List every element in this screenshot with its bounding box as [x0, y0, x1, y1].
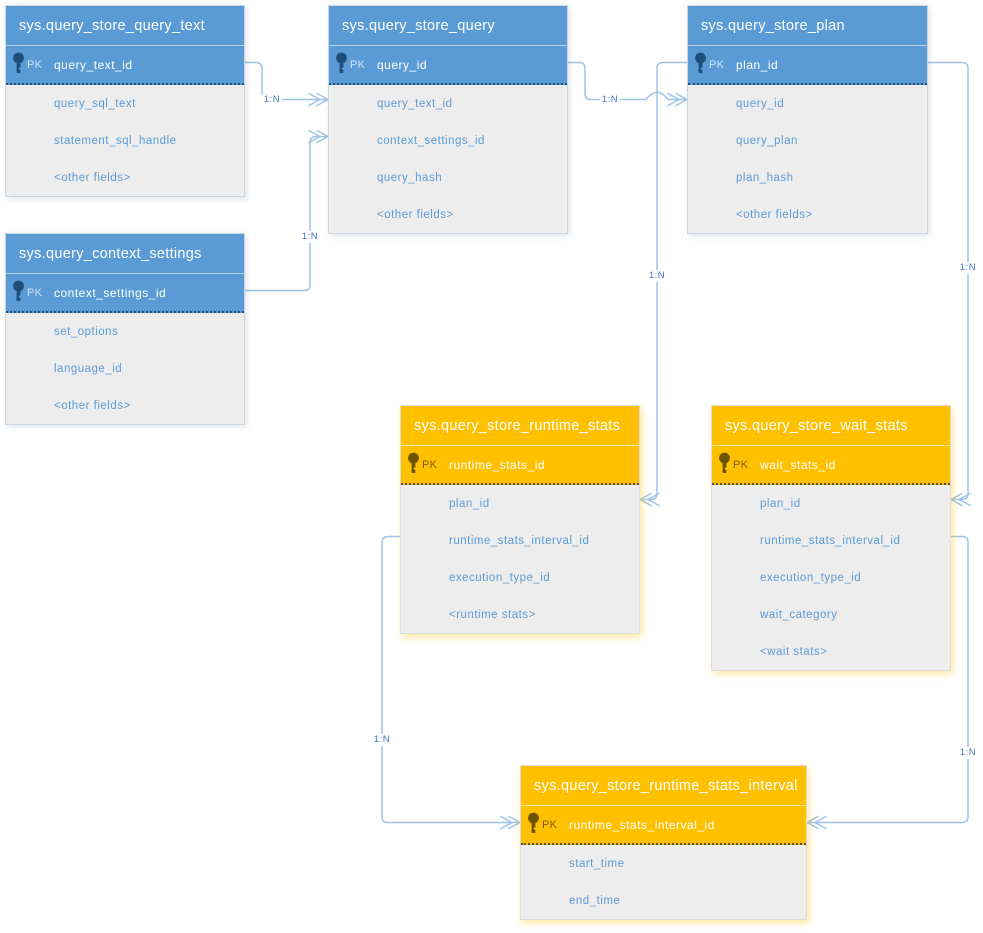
primary-key-icon	[12, 280, 26, 305]
table-title[interactable]: sys.query_store_query	[329, 6, 567, 46]
field-row[interactable]: <wait stats>	[760, 645, 828, 658]
many-arrowhead-icon	[950, 492, 971, 507]
pk-field-name: context_settings_id	[54, 285, 167, 300]
connector-query_text-query[interactable]	[244, 61, 328, 101]
field-row[interactable]: query_id	[736, 97, 785, 110]
table-title[interactable]: sys.query_context_settings	[6, 234, 244, 274]
cardinality-label: 1:N	[599, 93, 621, 106]
primary-key-row[interactable]: PK runtime_stats_id	[401, 446, 639, 485]
field-row[interactable]: start_time	[569, 857, 625, 870]
pk-label: PK	[709, 58, 725, 71]
field-row[interactable]: statement_sql_handle	[54, 134, 177, 147]
table-body: plan_id runtime_stats_interval_id executio…	[401, 485, 639, 633]
field-row[interactable]: query_plan	[736, 134, 798, 147]
primary-key-row[interactable]: PK query_text_id	[6, 46, 244, 85]
pk-label: PK	[27, 286, 43, 299]
pk-field-name: runtime_stats_interval_id	[569, 817, 715, 832]
pk-label: PK	[422, 458, 438, 471]
field-row[interactable]: set_options	[54, 325, 119, 338]
cardinality-label: 1:N	[261, 93, 283, 106]
pk-field-name: runtime_stats_id	[449, 457, 546, 472]
field-row[interactable]: context_settings_id	[377, 134, 485, 147]
table-title[interactable]: sys.query_store_runtime_stats	[401, 406, 639, 446]
pk-label: PK	[542, 818, 558, 831]
pk-label: PK	[27, 58, 43, 71]
field-row[interactable]: language_id	[54, 362, 123, 375]
connector-wait_stats-interval[interactable]	[807, 535, 969, 824]
table-title[interactable]: sys.query_store_wait_stats	[712, 406, 950, 446]
field-row[interactable]: <other fields>	[54, 399, 131, 412]
many-arrowhead-icon	[806, 815, 827, 830]
table-body: start_time end_time	[521, 845, 806, 919]
cardinality-label: 1:N	[299, 231, 321, 243]
many-arrowhead-icon	[639, 492, 660, 507]
field-row[interactable]: <other fields>	[736, 208, 813, 221]
field-row[interactable]: plan_id	[760, 497, 801, 510]
field-row[interactable]: <other fields>	[54, 171, 131, 184]
field-row[interactable]: query_sql_text	[54, 97, 136, 110]
table-body: set_options language_id <other fields>	[6, 313, 244, 424]
field-row[interactable]: query_hash	[377, 171, 443, 184]
table-body: plan_id runtime_stats_interval_id executio…	[712, 485, 950, 670]
primary-key-icon	[335, 52, 349, 77]
primary-key-row[interactable]: PK query_id	[329, 46, 567, 85]
primary-key-row[interactable]: PK wait_stats_id	[712, 446, 950, 485]
field-row[interactable]: <runtime stats>	[449, 608, 536, 621]
field-row[interactable]: <other fields>	[377, 208, 454, 221]
field-row[interactable]: query_text_id	[377, 97, 453, 110]
field-row[interactable]: wait_category	[760, 608, 838, 621]
field-row[interactable]: plan_id	[449, 497, 490, 510]
cardinality-label: 1:N	[371, 734, 393, 746]
primary-key-row[interactable]: PK runtime_stats_interval_id	[521, 806, 806, 845]
pk-field-name: wait_stats_id	[760, 457, 836, 472]
table-body: query_text_id context_settings_id query_ha…	[329, 85, 567, 233]
table-title[interactable]: sys.query_store_query_text	[6, 6, 244, 46]
field-row[interactable]: plan_hash	[736, 171, 794, 184]
pk-field-name: query_id	[377, 57, 428, 72]
connector-plan-wait_stats[interactable]	[927, 61, 969, 501]
cardinality-label: 1:N	[646, 270, 668, 282]
connector-query-plan[interactable]	[567, 61, 687, 101]
cardinality-label: 1:N	[957, 262, 979, 274]
table-title[interactable]: sys.query_store_plan	[688, 6, 927, 46]
primary-key-row[interactable]: PK plan_id	[688, 46, 927, 85]
primary-key-icon	[12, 52, 26, 77]
pk-field-name: plan_id	[736, 57, 779, 72]
table-body: query_sql_text statement_sql_handle <other…	[6, 85, 244, 196]
connector-context_settings-query[interactable]	[244, 135, 328, 292]
cardinality-label: 1:N	[957, 747, 979, 759]
pk-label: PK	[350, 58, 366, 71]
primary-key-icon	[718, 452, 732, 477]
field-row[interactable]: execution_type_id	[449, 571, 551, 584]
field-row[interactable]: end_time	[569, 894, 621, 907]
connector-runtime_stats-interval[interactable]	[381, 535, 520, 824]
field-row[interactable]: runtime_stats_interval_id	[449, 534, 590, 547]
primary-key-icon	[407, 452, 421, 477]
pk-label: PK	[733, 458, 749, 471]
table-body: query_id query_plan plan_hash <other fields…	[688, 85, 927, 233]
pk-field-name: query_text_id	[54, 57, 133, 72]
primary-key-icon	[694, 52, 708, 77]
field-row[interactable]: runtime_stats_interval_id	[760, 534, 901, 547]
field-row[interactable]: execution_type_id	[760, 571, 862, 584]
table-title[interactable]: sys.query_store_runtime_stats_interval	[521, 766, 806, 806]
primary-key-row[interactable]: PK context_settings_id	[6, 274, 244, 313]
primary-key-icon	[527, 812, 541, 837]
